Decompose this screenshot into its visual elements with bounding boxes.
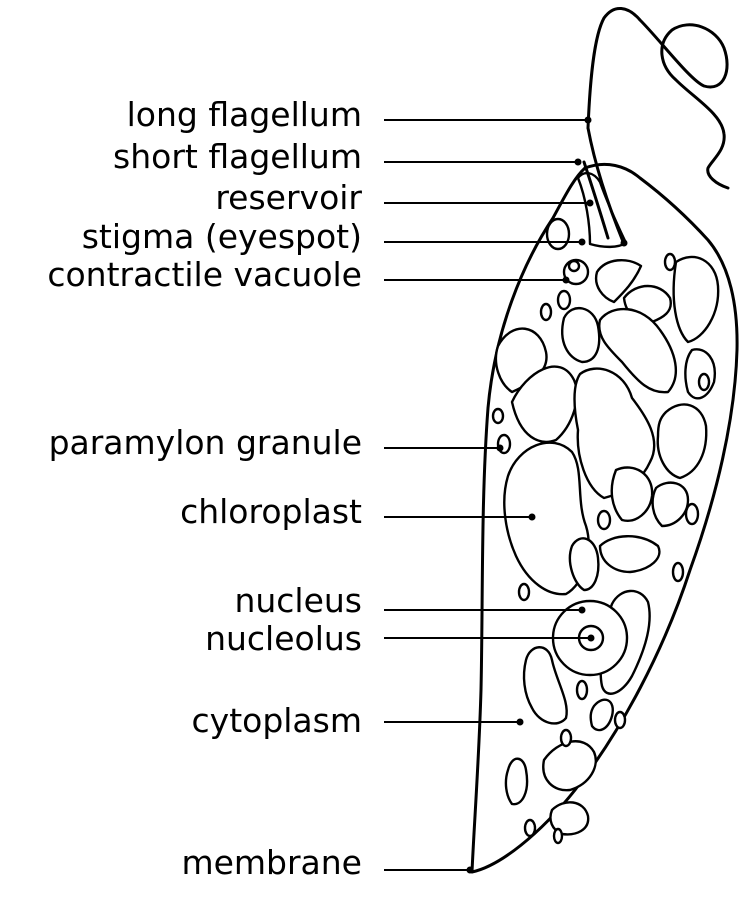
- label-paramylon-granule: paramylon granule: [49, 423, 362, 462]
- long-flagellum-base: [586, 126, 626, 246]
- flagella: [582, 7, 730, 246]
- chloroplast-shape: [610, 466, 654, 522]
- label-nucleolus: nucleolus: [205, 619, 362, 658]
- euglena-cell: [470, 162, 739, 874]
- paramylon-granule-shape: [575, 679, 589, 701]
- pointer-dot: [584, 116, 592, 124]
- chloroplast-shape: [594, 259, 643, 304]
- paramylon-granule-shape: [539, 302, 553, 322]
- paramylon-granule-shape: [517, 582, 531, 602]
- chloroplast-shape: [684, 348, 716, 400]
- paramylon-granule-shape: [663, 252, 677, 272]
- paramylon-granule-shape: [523, 818, 537, 838]
- chloroplast-shape: [561, 307, 601, 364]
- pointer-dot: [578, 238, 586, 246]
- chloroplast-shape: [589, 698, 614, 732]
- labels: long flagellum short flagellum reservoir…: [47, 95, 362, 882]
- paramylon-granule-shape: [671, 561, 685, 583]
- pointer-dot: [578, 606, 586, 614]
- chloroplast-shape: [598, 535, 661, 574]
- pointer-dot: [620, 239, 628, 247]
- pointer-dot: [574, 158, 582, 166]
- chloroplast-shape: [568, 537, 600, 592]
- leader-lines: [384, 116, 628, 874]
- short-flagellum-shape: [582, 160, 610, 240]
- pointer-dot: [466, 866, 474, 874]
- paramylon-granule-shape: [613, 710, 627, 730]
- long-flagellum-shape: [586, 7, 730, 190]
- paramylon-granule-shape: [556, 289, 572, 311]
- pointer-dot: [587, 634, 595, 642]
- paramylon-granule-shape: [596, 509, 612, 531]
- label-cytoplasm: cytoplasm: [192, 701, 362, 740]
- chloroplasts: [494, 255, 720, 836]
- pointer-dot: [562, 276, 570, 284]
- chloroplast-shape: [651, 481, 690, 528]
- pointer-dot: [516, 718, 524, 726]
- chloroplast-shape: [522, 646, 568, 725]
- chloroplast-shape: [656, 403, 708, 480]
- pointer-dot: [586, 199, 594, 207]
- paramylon-granule-shape: [684, 502, 700, 526]
- paramylon-granule-shape: [552, 827, 564, 845]
- chloroplast-shape: [504, 757, 529, 806]
- label-chloroplast: chloroplast: [180, 492, 362, 531]
- label-reservoir: reservoir: [215, 178, 362, 217]
- contractile-vacuole-shape-2: [567, 259, 581, 273]
- pointer-dot: [496, 444, 504, 452]
- paramylon-granule-shape: [697, 372, 711, 392]
- label-nucleus: nucleus: [234, 581, 362, 620]
- pointer-dot: [528, 513, 536, 521]
- chloroplast-shape: [598, 307, 677, 394]
- chloroplast-shape: [672, 255, 720, 344]
- paramylon-granules: [491, 252, 711, 845]
- label-stigma: stigma (eyespot): [82, 217, 362, 256]
- paramylon-granule-shape: [491, 407, 505, 425]
- chloroplast-shape: [549, 801, 590, 836]
- label-short-flagellum: short flagellum: [113, 137, 362, 176]
- paramylon-granule-shape: [559, 728, 573, 748]
- label-contractile-vacuole: contractile vacuole: [47, 255, 362, 294]
- label-long-flagellum: long flagellum: [127, 95, 362, 134]
- label-membrane: membrane: [181, 843, 362, 882]
- stigma-shape: [545, 217, 571, 251]
